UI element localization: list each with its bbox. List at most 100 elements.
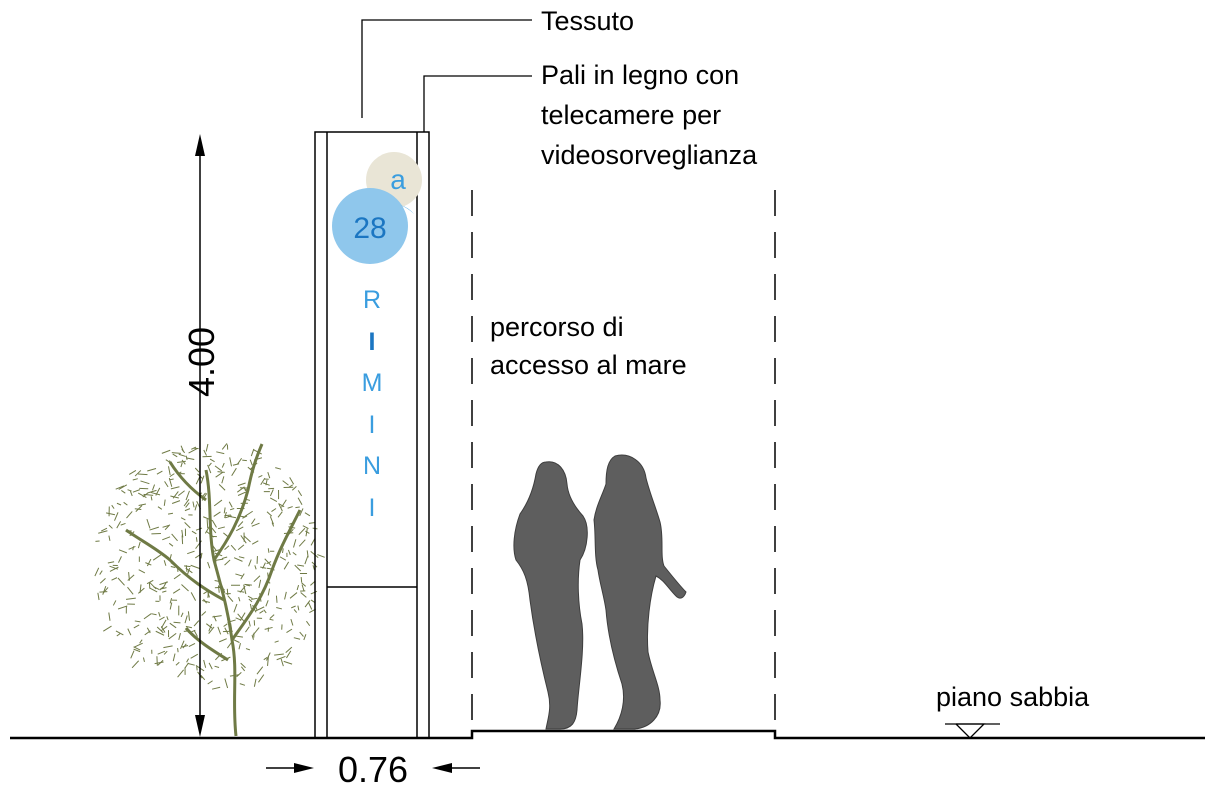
tree-leaf-stroke: [159, 616, 165, 621]
tree-leaf-stroke: [176, 471, 182, 475]
tree-leaf-stroke: [235, 573, 243, 577]
tree-leaf-stroke: [234, 635, 243, 638]
tree-leaf-stroke: [147, 468, 157, 472]
tree-leaf-stroke: [229, 508, 235, 511]
tree-leaf-stroke: [118, 484, 128, 490]
tree-leaf-stroke: [256, 666, 264, 675]
tree-leaf-stroke: [258, 579, 262, 588]
tree-leaf-stroke: [297, 497, 303, 506]
tree-leaf-stroke: [265, 600, 269, 607]
tree-leaf-stroke: [134, 470, 142, 477]
tree-leaf-stroke: [175, 661, 180, 666]
tree-leaf-stroke: [298, 539, 306, 547]
tree-leaf-stroke: [239, 683, 246, 686]
tree-leaf-stroke: [245, 648, 251, 651]
tree-leaf-stroke: [187, 611, 191, 621]
people-silhouettes: [513, 454, 687, 730]
tree-leaf-stroke: [188, 642, 196, 647]
tree-leaf-stroke: [171, 533, 178, 542]
tree-leaf-stroke: [117, 577, 125, 586]
tree-leaf-stroke: [267, 588, 271, 596]
tree-leaf-stroke: [237, 491, 247, 496]
pali-label-line-3: videosorveglianza: [541, 140, 758, 170]
tree-leaf-stroke: [238, 597, 241, 602]
tree-leaf-stroke: [142, 657, 145, 662]
tree-leaf-stroke: [294, 564, 302, 572]
tree-leaf-stroke: [185, 490, 190, 501]
tree-leaf-stroke: [208, 623, 213, 632]
tree-leaf-stroke: [206, 588, 210, 598]
tree-leaf-stroke: [286, 628, 293, 634]
tree-leaf-stroke: [102, 585, 107, 595]
height-dimension-value: 4.00: [181, 327, 222, 397]
tree-leaf-stroke: [267, 572, 270, 583]
tree-leaf-stroke: [195, 527, 203, 531]
tree-leaf-stroke: [284, 591, 287, 600]
tree-leaf-stroke: [218, 638, 227, 643]
tree-leaf-stroke: [271, 508, 277, 512]
tree-leaf-stroke: [128, 571, 130, 581]
tree-leaf-stroke: [99, 570, 103, 575]
tree-leaf-stroke: [232, 463, 240, 466]
tree-leaf-stroke: [230, 544, 237, 551]
tree-leaf-stroke: [283, 660, 293, 665]
tree-leaf-stroke: [134, 508, 142, 511]
tree-leaf-stroke: [138, 503, 146, 506]
tree-leaf-stroke: [129, 531, 135, 537]
tree-leaf-stroke: [249, 603, 252, 610]
tree-leaf-stroke: [155, 630, 165, 636]
tree-leaf-stroke: [278, 503, 285, 508]
tree-leaf-stroke: [164, 524, 171, 531]
tree-leaf-stroke: [258, 474, 263, 478]
tree-leaf-stroke: [297, 605, 300, 611]
tree-leaf-stroke: [205, 443, 209, 452]
tree-leaf-stroke: [299, 631, 304, 637]
tree-leaf-stroke: [206, 518, 209, 529]
tree-leaf-stroke: [300, 592, 307, 598]
tree-leaf-stroke: [194, 504, 198, 511]
tree-leaf-stroke: [133, 624, 140, 629]
tree-leaf-stroke: [150, 491, 161, 496]
tree-leaf-stroke: [118, 556, 122, 563]
tree-leaf-stroke: [123, 501, 128, 506]
tree-leaf-stroke: [227, 595, 234, 602]
tree-leaf-stroke: [249, 459, 253, 466]
tree-leaf-stroke: [149, 587, 158, 593]
tree-leaf-stroke: [181, 459, 186, 465]
tree-leaf-stroke: [305, 530, 310, 534]
tree-leaf-stroke: [248, 598, 253, 603]
tree-leaf-stroke: [278, 503, 283, 512]
tree-leaf-stroke: [184, 565, 191, 568]
tree-leaf-stroke: [213, 499, 223, 507]
tree-leaf-stroke: [98, 530, 108, 534]
tree-leaf-stroke: [192, 501, 195, 508]
tree-leaf-stroke: [184, 615, 188, 624]
tree-leaf-stroke: [162, 536, 171, 541]
tree-leaf-stroke: [131, 660, 140, 669]
tree-leaf-stroke: [250, 518, 256, 525]
tree-leaf-stroke: [298, 527, 306, 536]
tree-leaf-stroke: [221, 656, 231, 662]
tree-leaf-stroke: [172, 588, 181, 594]
tree-leaf-stroke: [203, 449, 207, 456]
tree-leaf-stroke: [300, 576, 303, 583]
tree-leaf-stroke: [181, 584, 189, 592]
tree-leaf-stroke: [191, 530, 197, 535]
tree-leaf-stroke: [191, 446, 197, 450]
tree-leaf-stroke: [250, 448, 255, 457]
tree-leaf-stroke: [214, 665, 220, 669]
tree-leaf-stroke: [186, 457, 195, 460]
tree-leaf-stroke: [295, 506, 300, 509]
tree-leaf-stroke: [236, 672, 242, 678]
tree-leaf-stroke: [213, 511, 221, 517]
tree-leaf-stroke: [283, 561, 290, 570]
tree-leaf-stroke: [116, 502, 122, 506]
tree-leaf-stroke: [221, 462, 225, 468]
tree-leaf-stroke: [181, 645, 189, 648]
tree-leaf-stroke: [149, 526, 159, 531]
tree-leaf-stroke: [297, 564, 305, 567]
tree-leaf-stroke: [259, 593, 262, 602]
tree-leaf-stroke: [243, 535, 251, 543]
tree-leaf-stroke: [249, 462, 258, 471]
tree-leaf-stroke: [139, 639, 143, 644]
